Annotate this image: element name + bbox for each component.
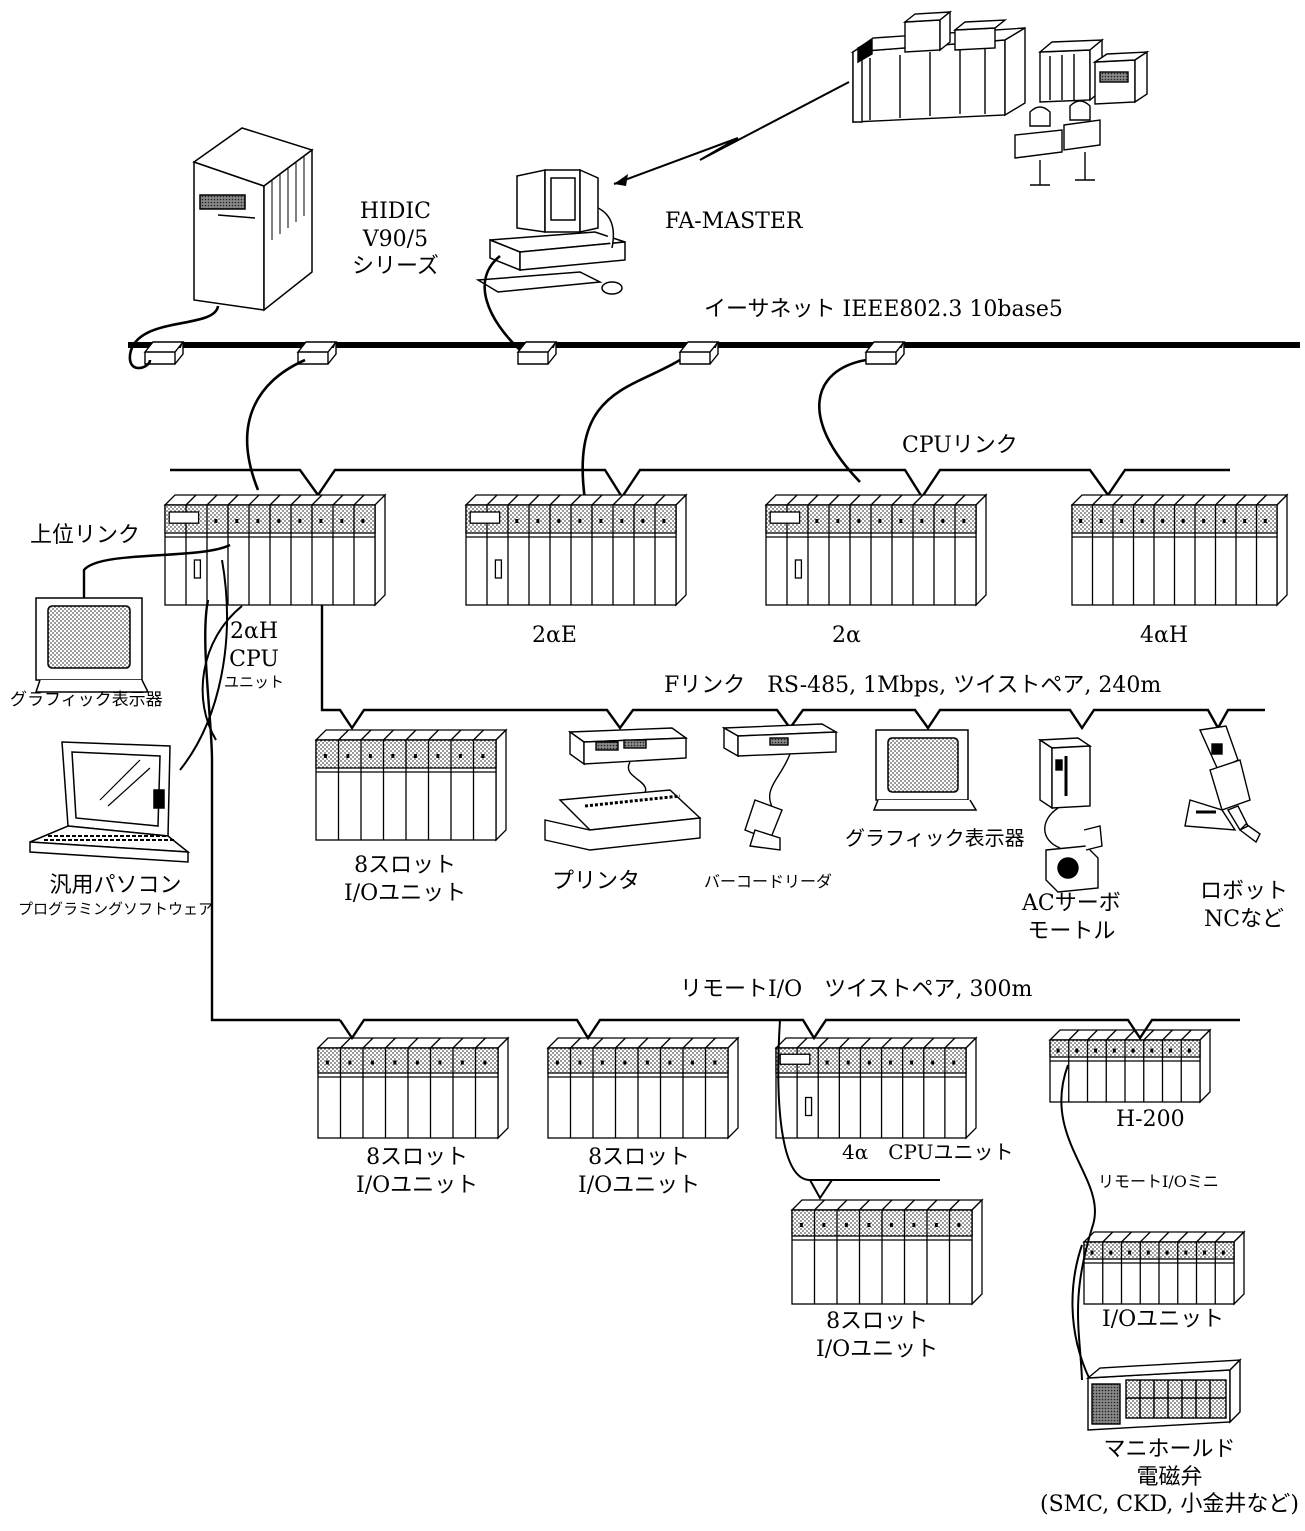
cpu-2ae-label: 2αE [532, 622, 577, 650]
remote-io-label: リモートI/O ツイストペア, 300m [680, 976, 1032, 1004]
laptop-icon [30, 742, 188, 862]
robot-arm-icon [1185, 726, 1260, 842]
plc-rack-icon [318, 1038, 508, 1138]
plc-rack-icon [1050, 1030, 1210, 1102]
cpu-4a-label: 4α CPUユニット [842, 1140, 1014, 1165]
barcode-label: バーコードリーダ [704, 872, 832, 892]
valve-manifold-icon [1088, 1360, 1240, 1430]
pc-label: 汎用パソコン プログラミングソフトウェア [18, 872, 213, 918]
cpu-4ah-label: 4αH [1140, 622, 1188, 650]
plc-rack-icon [792, 1200, 982, 1304]
io-unit-label: I/Oユニット [1102, 1306, 1224, 1334]
graphic-display-icon [36, 598, 148, 692]
pc-label-line1: 汎用パソコン [18, 872, 213, 900]
io-8slot-r4-line1: 8スロット [816, 1308, 938, 1336]
io-8slot-r4-line2: I/Oユニット [816, 1336, 938, 1364]
plc-rack-icon [776, 1038, 976, 1138]
io-8slot-f-label: 8スロット I/Oユニット [344, 852, 466, 907]
cpu-2ah-line2: CPU [224, 646, 284, 674]
servo-label: ACサーボ モートル [1022, 890, 1121, 945]
hidic-label-line2: V90/5 [352, 226, 439, 254]
servo-label-line2: モートル [1022, 918, 1121, 946]
cpu-2ah-line3: ユニット [224, 673, 284, 692]
servo-label-line1: ACサーボ [1022, 890, 1121, 918]
io-8slot-r4-label: 8スロット I/Oユニット [816, 1308, 938, 1363]
io-8slot-r2-line2: I/Oユニット [578, 1172, 700, 1200]
plc-rack-icon [316, 730, 506, 840]
io-8slot-f-line1: 8スロット [344, 852, 466, 880]
graphic-display-icon [874, 730, 976, 810]
plc-rack-icon [1084, 1232, 1244, 1304]
plc-rack-icon [165, 495, 385, 605]
manifold-label-line1: マニホールド [1040, 1436, 1299, 1464]
plc-rack-icon [1072, 495, 1287, 605]
hidic-label-line1: HIDIC [352, 198, 439, 226]
cpu-link-label: CPUリンク [902, 432, 1018, 460]
robot-label: ロボット NCなど [1200, 878, 1288, 933]
printer-icon [545, 728, 700, 850]
ethernet-label: イーサネット IEEE802.3 10base5 [704, 296, 1063, 324]
pc-label-line2: プログラミングソフトウェア [18, 900, 213, 919]
h200-label: H-200 [1116, 1106, 1185, 1134]
upper-link-label: 上位リンク [30, 522, 140, 550]
hidic-label-line3: シリーズ [352, 253, 439, 281]
robot-label-line1: ロボット [1200, 878, 1288, 906]
cpu-2ah-label: 2αH CPU ユニット [224, 618, 284, 692]
mainframe-cluster-icon [853, 12, 1147, 185]
io-8slot-r1-label: 8スロット I/Oユニット [356, 1144, 478, 1199]
io-8slot-f-line2: I/Oユニット [344, 880, 466, 908]
graphic-display-left-label: グラフィック表示器 [10, 690, 163, 711]
graphic-display-f-label: グラフィック表示器 [845, 826, 1025, 851]
io-8slot-r1-line2: I/Oユニット [356, 1172, 478, 1200]
f-link-label: Fリンク RS-485, 1Mbps, ツイストペア, 240m [664, 672, 1161, 700]
plc-rack-icon [466, 495, 686, 605]
manifold-label-line3: (SMC, CKD, 小金井など) [1040, 1491, 1299, 1519]
barcode-reader-icon [724, 724, 836, 850]
manifold-label: マニホールド 電磁弁 (SMC, CKD, 小金井など) [1040, 1436, 1299, 1519]
hidic-label: HIDIC V90/5 シリーズ [352, 198, 439, 281]
io-8slot-r2-label: 8スロット I/Oユニット [578, 1144, 700, 1199]
printer-label: プリンタ [552, 868, 640, 896]
fa-master-label: FA-MASTER [665, 208, 802, 236]
plc-rack-icon [548, 1038, 738, 1138]
plc-rack-icon [766, 495, 986, 605]
workstation-icon [478, 170, 625, 294]
minicomputer-icon [194, 128, 312, 310]
io-8slot-r1-line1: 8スロット [356, 1144, 478, 1172]
cpu-2a-label: 2α [832, 622, 861, 650]
remote-io-mini-label: リモートI/Oミニ [1098, 1172, 1219, 1192]
servo-motor-icon [1040, 738, 1102, 892]
robot-label-line2: NCなど [1200, 906, 1288, 934]
manifold-label-line2: 電磁弁 [1040, 1464, 1299, 1492]
cpu-2ah-line1: 2αH [224, 618, 284, 646]
io-8slot-r2-line1: 8スロット [578, 1144, 700, 1172]
